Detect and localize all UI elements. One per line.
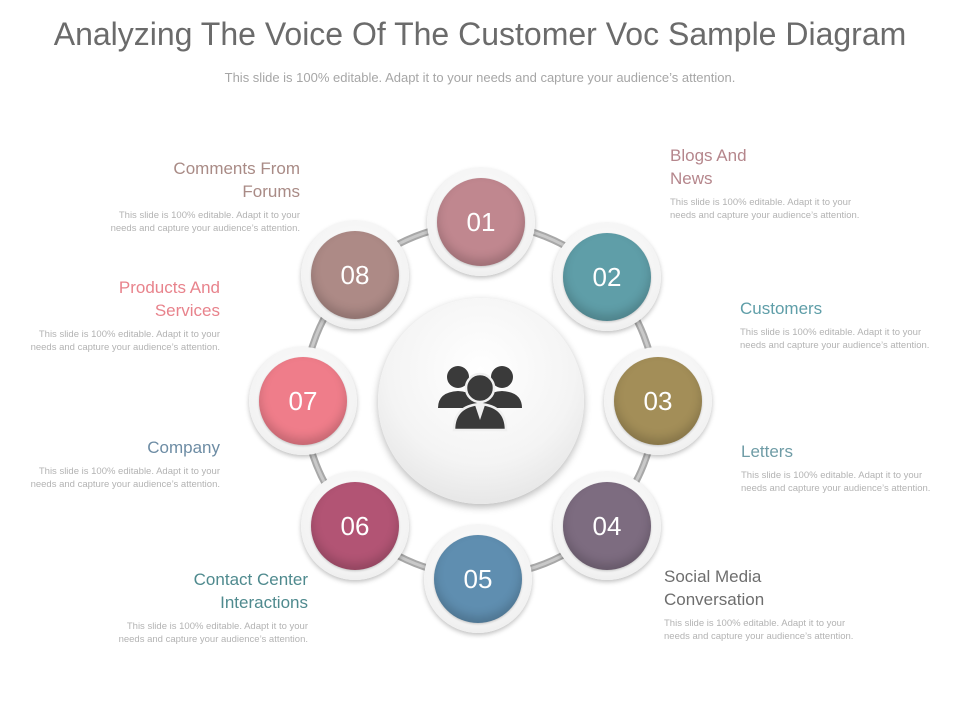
step-label-06: Company This slide is 100% editable. Ada… bbox=[20, 436, 220, 491]
step-label-03: Letters This slide is 100% editable. Ada… bbox=[741, 440, 941, 495]
step-title-05: Contact Center Interactions bbox=[193, 570, 308, 612]
step-disc-05: 05 bbox=[434, 535, 522, 623]
step-label-07: Products And Services This slide is 100%… bbox=[20, 276, 220, 354]
step-disc-07: 07 bbox=[259, 357, 347, 445]
step-node-02: 02 bbox=[553, 223, 661, 331]
page-title: Analyzing The Voice Of The Customer Voc … bbox=[53, 16, 907, 52]
step-disc-06: 06 bbox=[311, 482, 399, 570]
step-node-05: 05 bbox=[424, 525, 532, 633]
step-node-06: 06 bbox=[301, 472, 409, 580]
step-title-06: Company bbox=[147, 438, 220, 457]
step-desc-03: This slide is 100% editable. Adapt it to… bbox=[741, 470, 931, 494]
step-desc-02: This slide is 100% editable. Adapt it to… bbox=[740, 327, 930, 351]
step-desc-04: This slide is 100% editable. Adapt it to… bbox=[664, 618, 854, 642]
step-label-02: Customers This slide is 100% editable. A… bbox=[740, 297, 940, 352]
step-desc-05: This slide is 100% editable. Adapt it to… bbox=[118, 621, 308, 645]
step-label-01: Blogs And News This slide is 100% editab… bbox=[670, 144, 870, 222]
step-desc-08: This slide is 100% editable. Adapt it to… bbox=[110, 210, 300, 234]
step-title-03: Letters bbox=[741, 442, 793, 461]
step-desc-01: This slide is 100% editable. Adapt it to… bbox=[670, 197, 860, 221]
step-desc-07: This slide is 100% editable. Adapt it to… bbox=[30, 329, 220, 353]
step-disc-01: 01 bbox=[437, 178, 525, 266]
step-title-08: Comments From Forums bbox=[173, 159, 300, 201]
step-label-08: Comments From Forums This slide is 100% … bbox=[100, 157, 300, 235]
step-disc-03: 03 bbox=[614, 357, 702, 445]
step-label-04: Social Media Conversation This slide is … bbox=[664, 565, 864, 643]
step-node-04: 04 bbox=[553, 472, 661, 580]
step-title-01: Blogs And News bbox=[670, 146, 747, 188]
step-title-02: Customers bbox=[740, 299, 823, 318]
step-node-08: 08 bbox=[301, 221, 409, 329]
step-node-03: 03 bbox=[604, 347, 712, 455]
step-node-07: 07 bbox=[249, 347, 357, 455]
people-group-icon bbox=[438, 366, 522, 432]
step-desc-06: This slide is 100% editable. Adapt it to… bbox=[30, 466, 220, 490]
step-disc-04: 04 bbox=[563, 482, 651, 570]
step-disc-08: 08 bbox=[311, 231, 399, 319]
step-disc-02: 02 bbox=[563, 233, 651, 321]
step-label-05: Contact Center Interactions This slide i… bbox=[108, 568, 308, 646]
page-subtitle: This slide is 100% editable. Adapt it to… bbox=[224, 70, 736, 85]
step-title-04: Social Media Conversation bbox=[664, 567, 765, 609]
step-node-01: 01 bbox=[427, 168, 535, 276]
step-title-07: Products And Services bbox=[118, 278, 220, 320]
